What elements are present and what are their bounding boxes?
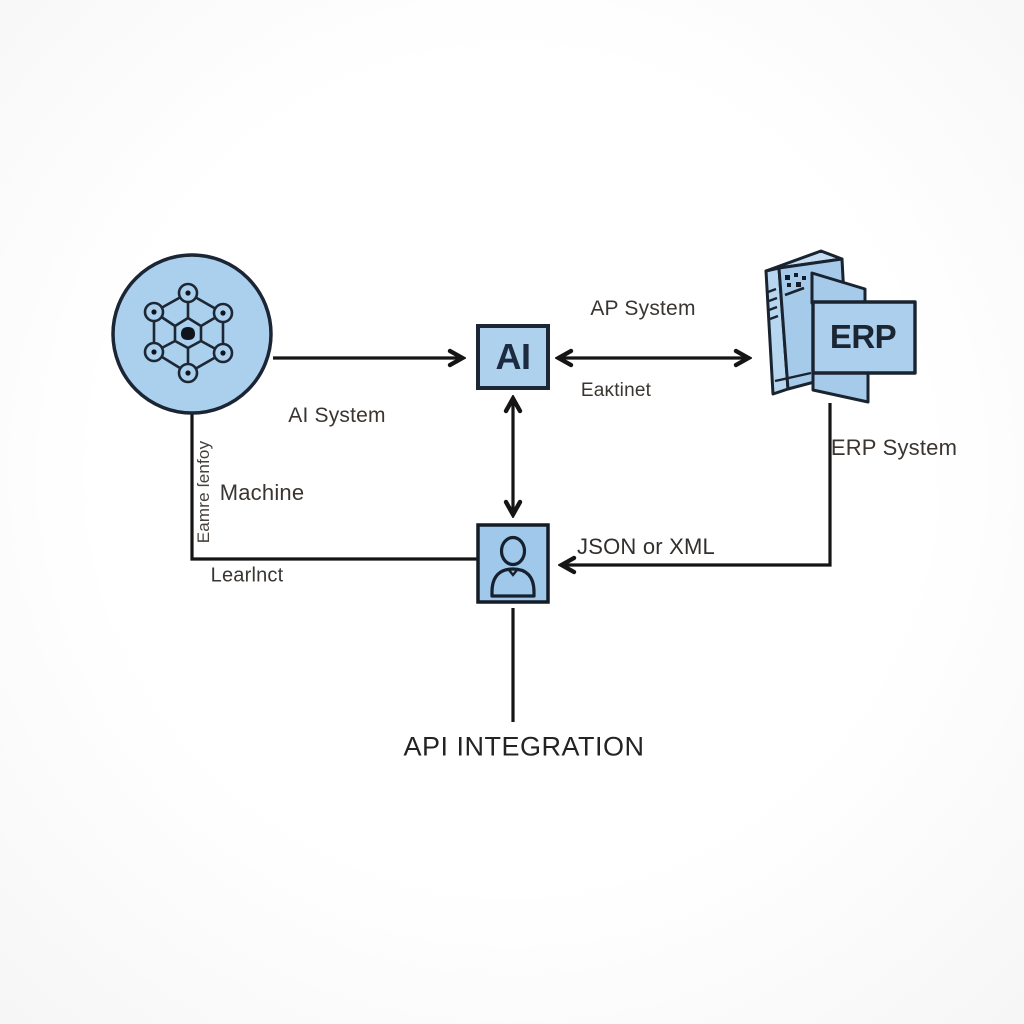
label-eaktinet: Eaĸtinet xyxy=(580,380,652,401)
person-icon xyxy=(490,535,536,598)
erp-spine-dashes xyxy=(767,287,779,321)
diagram-title: API INTEGRATION xyxy=(403,731,645,762)
edge-erp-to-user xyxy=(562,403,832,565)
label-learning: Learlnct xyxy=(210,564,284,587)
erp-server-icon xyxy=(764,249,917,404)
erp-qr-marks xyxy=(785,273,806,287)
label-json-or-xml: JSON or XML xyxy=(577,534,715,559)
neural-network-icon xyxy=(143,282,234,384)
ai-box-label: AI xyxy=(495,336,532,377)
edge-ml-to-user xyxy=(190,413,478,561)
label-machine-vertical: Eamre ſenfoy xyxy=(194,440,213,544)
label-ai-system: AI System xyxy=(288,404,386,427)
label-ap-system: AP System xyxy=(590,297,696,320)
connectors xyxy=(190,358,832,722)
erp-panel xyxy=(811,300,917,375)
label-machine: Machine xyxy=(219,480,305,505)
label-erp-system: ERP System xyxy=(830,435,958,460)
machine-learning-node xyxy=(111,253,273,415)
user-node xyxy=(476,523,550,604)
ai-box xyxy=(476,324,550,390)
erp-panel-label: ERP xyxy=(829,318,897,355)
